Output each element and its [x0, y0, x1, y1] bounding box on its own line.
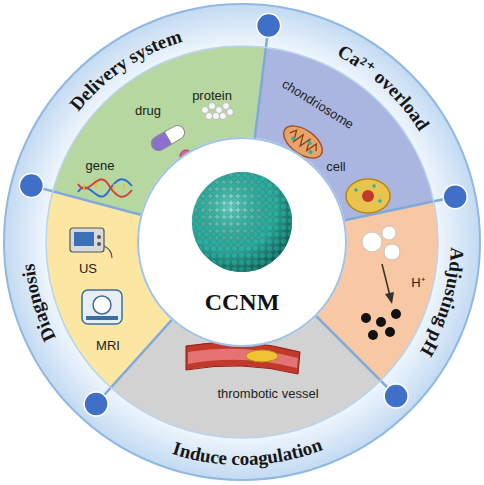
sector-heading: Induce coagulation: [170, 434, 325, 469]
item-label: MRI: [96, 339, 120, 352]
sector-wedge: [46, 191, 172, 387]
item-label: protein: [192, 89, 232, 102]
item-label: H⁺: [411, 276, 424, 289]
item-label: thrombotic vessel: [217, 387, 318, 400]
center-title: CCNM: [205, 289, 280, 316]
item-label: US: [79, 262, 97, 275]
sector-heading: Diagnosis: [17, 263, 60, 345]
sector-heading: Delivery system: [65, 25, 184, 114]
ring-inner-edge: [46, 46, 438, 438]
ring-disc: [4, 4, 480, 480]
sector-wedge: [53, 46, 266, 215]
item-label: cell: [326, 160, 346, 173]
sector-wedge: [255, 47, 434, 220]
item-label: gene: [86, 159, 115, 172]
sector-heading: Adjusting pH: [416, 247, 468, 361]
center-circle: CCNM: [137, 137, 347, 347]
item-label: drug: [135, 104, 161, 117]
